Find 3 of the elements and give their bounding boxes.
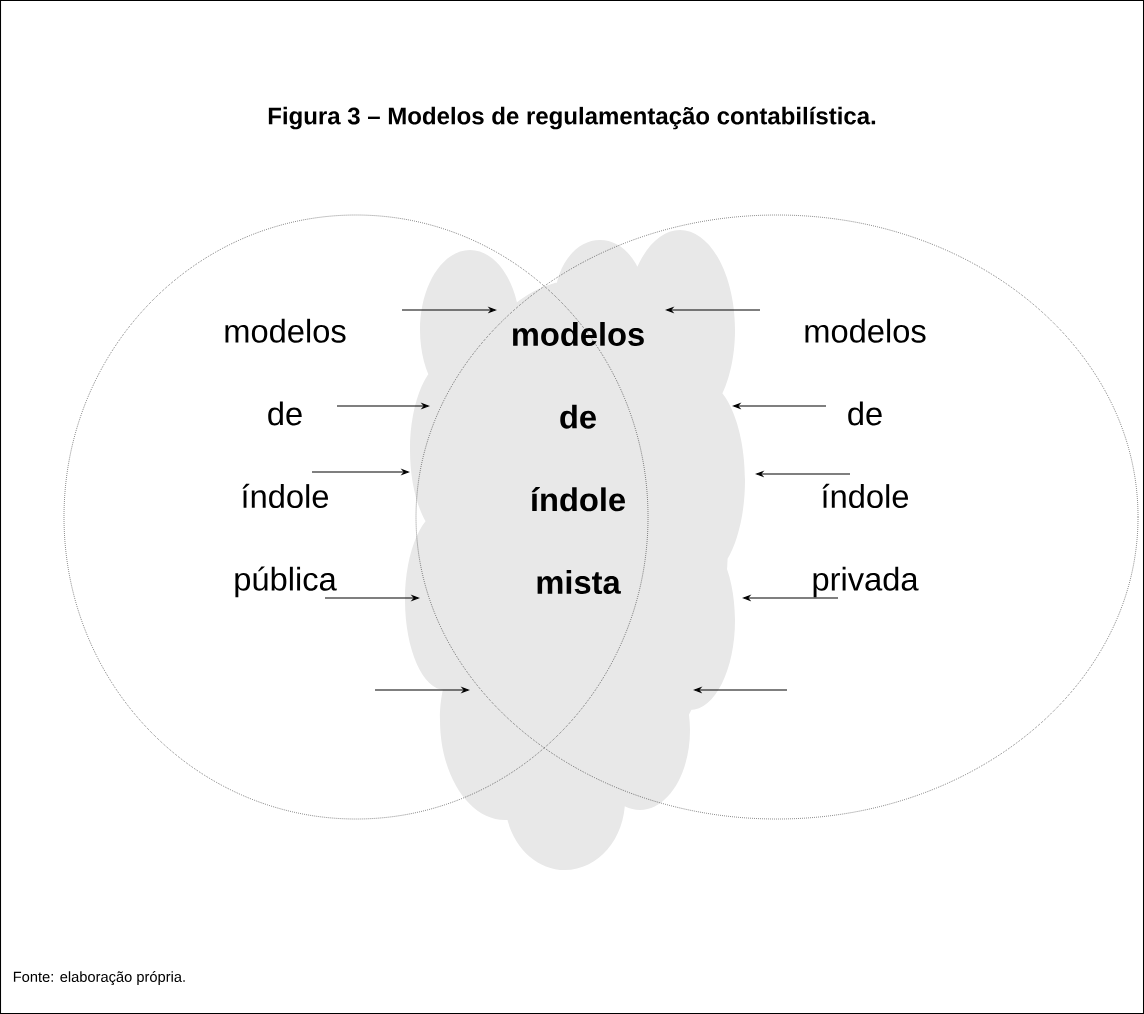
source-note: Fonte: elaboração própria. xyxy=(13,971,185,985)
figure-title: Figura 3 – Modelos de regulamentação contabilística. xyxy=(268,106,876,130)
cloud-region: modelos de índole mista xyxy=(405,230,745,870)
